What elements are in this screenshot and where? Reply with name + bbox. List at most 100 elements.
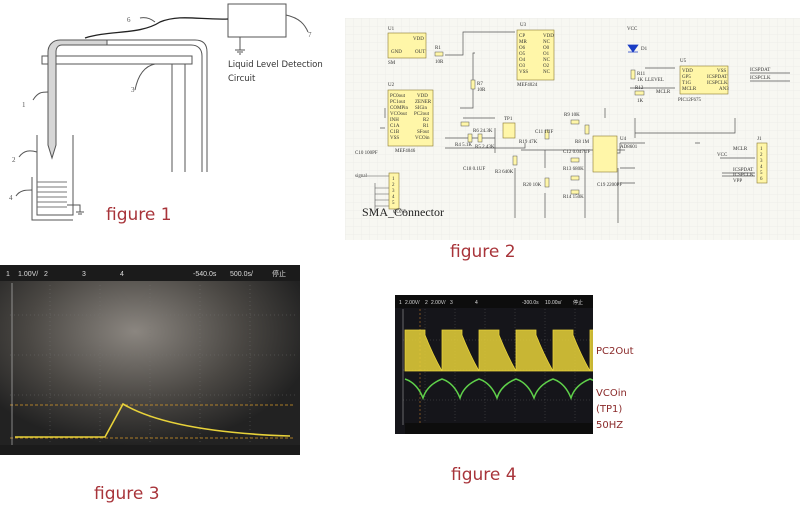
svg-text:C10 100PF: C10 100PF [355, 151, 378, 156]
svg-text:MEF4046: MEF4046 [395, 149, 416, 154]
svg-text:1: 1 [760, 147, 763, 152]
svg-text:ICSPCLK: ICSPCLK [707, 81, 728, 86]
svg-text:VDD: VDD [682, 69, 693, 74]
svg-text:C19 2200PF: C19 2200PF [597, 183, 622, 188]
svg-text:ICSPDAT: ICSPDAT [733, 168, 753, 173]
d1-ref: D1 [641, 47, 648, 52]
chip-u4: U4 AD8601 [592, 135, 638, 173]
svg-text:GP5: GP5 [682, 75, 691, 80]
svg-text:R5 2.43K: R5 2.43K [475, 145, 495, 150]
svg-text:4: 4 [760, 165, 763, 170]
svg-text:GND: GND [391, 50, 402, 55]
svg-text:VDD: VDD [543, 34, 554, 39]
figure1-drawing: 1 2 3 4 6 7 [9, 3, 312, 221]
svg-text:ICSPDAT: ICSPDAT [707, 75, 727, 80]
svg-text:VSS: VSS [390, 136, 399, 141]
svg-text:R11: R11 [637, 72, 646, 77]
svg-text:2: 2 [760, 153, 763, 158]
svg-text:5: 5 [392, 201, 395, 206]
outer-tube-2 [31, 135, 74, 221]
svg-text:TP1: TP1 [504, 117, 513, 122]
svg-text:4: 4 [475, 300, 478, 306]
svg-text:2: 2 [392, 183, 395, 188]
connector-con5: CON5 1 2 3 4 5 [367, 172, 407, 215]
svg-text:MR: MR [519, 40, 527, 45]
svg-text:2.00V/: 2.00V/ [405, 300, 420, 306]
svg-text:O3: O3 [519, 64, 526, 69]
callout-3: 3 [131, 86, 135, 94]
svg-text:J1: J1 [757, 137, 762, 142]
svg-text:VCOin: VCOin [415, 136, 430, 141]
svg-text:6: 6 [760, 177, 763, 182]
svg-text:CP: CP [519, 34, 525, 39]
trace-pc2out [404, 329, 593, 372]
svg-text:VPP: VPP [733, 179, 742, 184]
svg-text:3: 3 [760, 159, 763, 164]
svg-text:R9 10K: R9 10K [564, 113, 580, 118]
callout-1: 1 [22, 101, 26, 109]
cable-6 [84, 17, 229, 39]
svg-text:O2: O2 [543, 64, 550, 69]
svg-text:NC: NC [543, 40, 551, 45]
svg-text:2: 2 [425, 300, 428, 306]
svg-text:U2: U2 [388, 83, 395, 88]
svg-text:VCOout: VCOout [390, 112, 408, 117]
svg-text:NC: NC [543, 70, 551, 75]
svg-text:O5: O5 [519, 52, 526, 57]
vcoin-label: VCOin [596, 388, 627, 399]
chip-u5: U5 PIC12F675 VDD GP5 T1G MCLR VSS ICSPDA… [678, 59, 729, 103]
callout-7: 7 [308, 31, 312, 39]
liquid-4 [37, 181, 67, 208]
svg-text:停止: 停止 [573, 299, 583, 306]
figure3-oscilloscope: 1 1.00V/ 2 3 4 -540.0s 500.0s/ 停止 [0, 265, 300, 455]
svg-text:VDD: VDD [417, 94, 428, 99]
figure2-caption: figure 2 [450, 242, 516, 262]
svg-text:停止: 停止 [272, 269, 286, 278]
svg-text:R6 24.3K: R6 24.3K [473, 129, 493, 134]
svg-text:PC0out: PC0out [390, 94, 406, 99]
connector-j1: J1 1 2 3 4 5 6 MCLR VCC ICSPDAT ICSPCLK … [717, 137, 768, 184]
callout-6: 6 [127, 16, 131, 24]
svg-text:VDD: VDD [413, 37, 424, 42]
tp1-label: (TP1) [596, 404, 623, 415]
svg-text:3: 3 [392, 189, 395, 194]
svg-text:R20 10K: R20 10K [523, 183, 542, 188]
svg-text:U5: U5 [680, 59, 687, 64]
svg-text:R8 1M: R8 1M [575, 140, 590, 145]
tube [107, 39, 208, 172]
svg-text:R12: R12 [635, 86, 644, 91]
figure1-caption: figure 1 [106, 205, 172, 225]
callout-2: 2 [12, 156, 16, 164]
svg-text:SM: SM [388, 61, 396, 66]
svg-text:C1A: C1A [390, 124, 400, 129]
callout-4: 4 [9, 194, 13, 202]
svg-text:LLEVEL: LLEVEL [645, 78, 664, 83]
svg-text:R4 5.1K: R4 5.1K [455, 143, 472, 148]
svg-text:VSS: VSS [717, 69, 726, 74]
probe-1 [47, 39, 108, 160]
svg-text:500.0s/: 500.0s/ [230, 271, 253, 278]
svg-text:1: 1 [6, 271, 10, 278]
svg-text:2.00V/: 2.00V/ [431, 300, 446, 306]
figure3-caption: figure 3 [94, 484, 160, 504]
svg-text:O6: O6 [519, 46, 526, 51]
svg-text:VSS: VSS [519, 70, 528, 75]
svg-text:1K: 1K [637, 78, 644, 83]
trace-ch1 [15, 402, 291, 438]
pc2out-label: PC2Out [596, 346, 634, 357]
ground-icon [235, 37, 245, 55]
svg-text:U4: U4 [620, 137, 627, 142]
svg-text:C18 0.1UF: C18 0.1UF [463, 167, 485, 172]
svg-text:ICSPCLK: ICSPCLK [750, 76, 771, 81]
svg-text:signal: signal [355, 174, 368, 179]
svg-text:PIC12F675: PIC12F675 [678, 98, 702, 103]
svg-text:4: 4 [392, 195, 395, 200]
svg-text:PC1out: PC1out [390, 100, 406, 105]
svg-text:INH: INH [390, 118, 399, 123]
svg-text:1: 1 [392, 177, 395, 182]
svg-text:CON5: CON5 [393, 210, 407, 215]
figure4-caption: figure 4 [451, 465, 517, 485]
svg-text:5: 5 [760, 171, 763, 176]
svg-text:4: 4 [120, 271, 124, 278]
r1-value: 10R [435, 60, 444, 65]
